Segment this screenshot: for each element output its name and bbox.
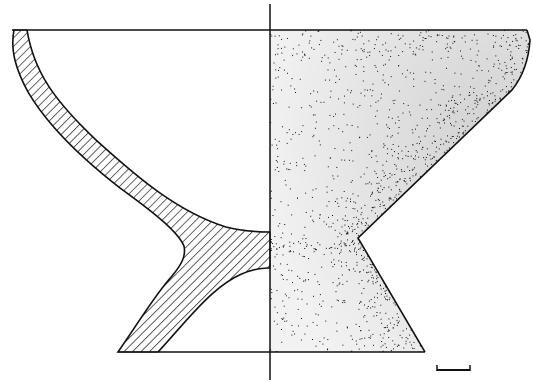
- stipple-shading: [270, 30, 530, 352]
- scale-bar: [436, 365, 471, 371]
- bowl-wall-section: [11, 29, 271, 353]
